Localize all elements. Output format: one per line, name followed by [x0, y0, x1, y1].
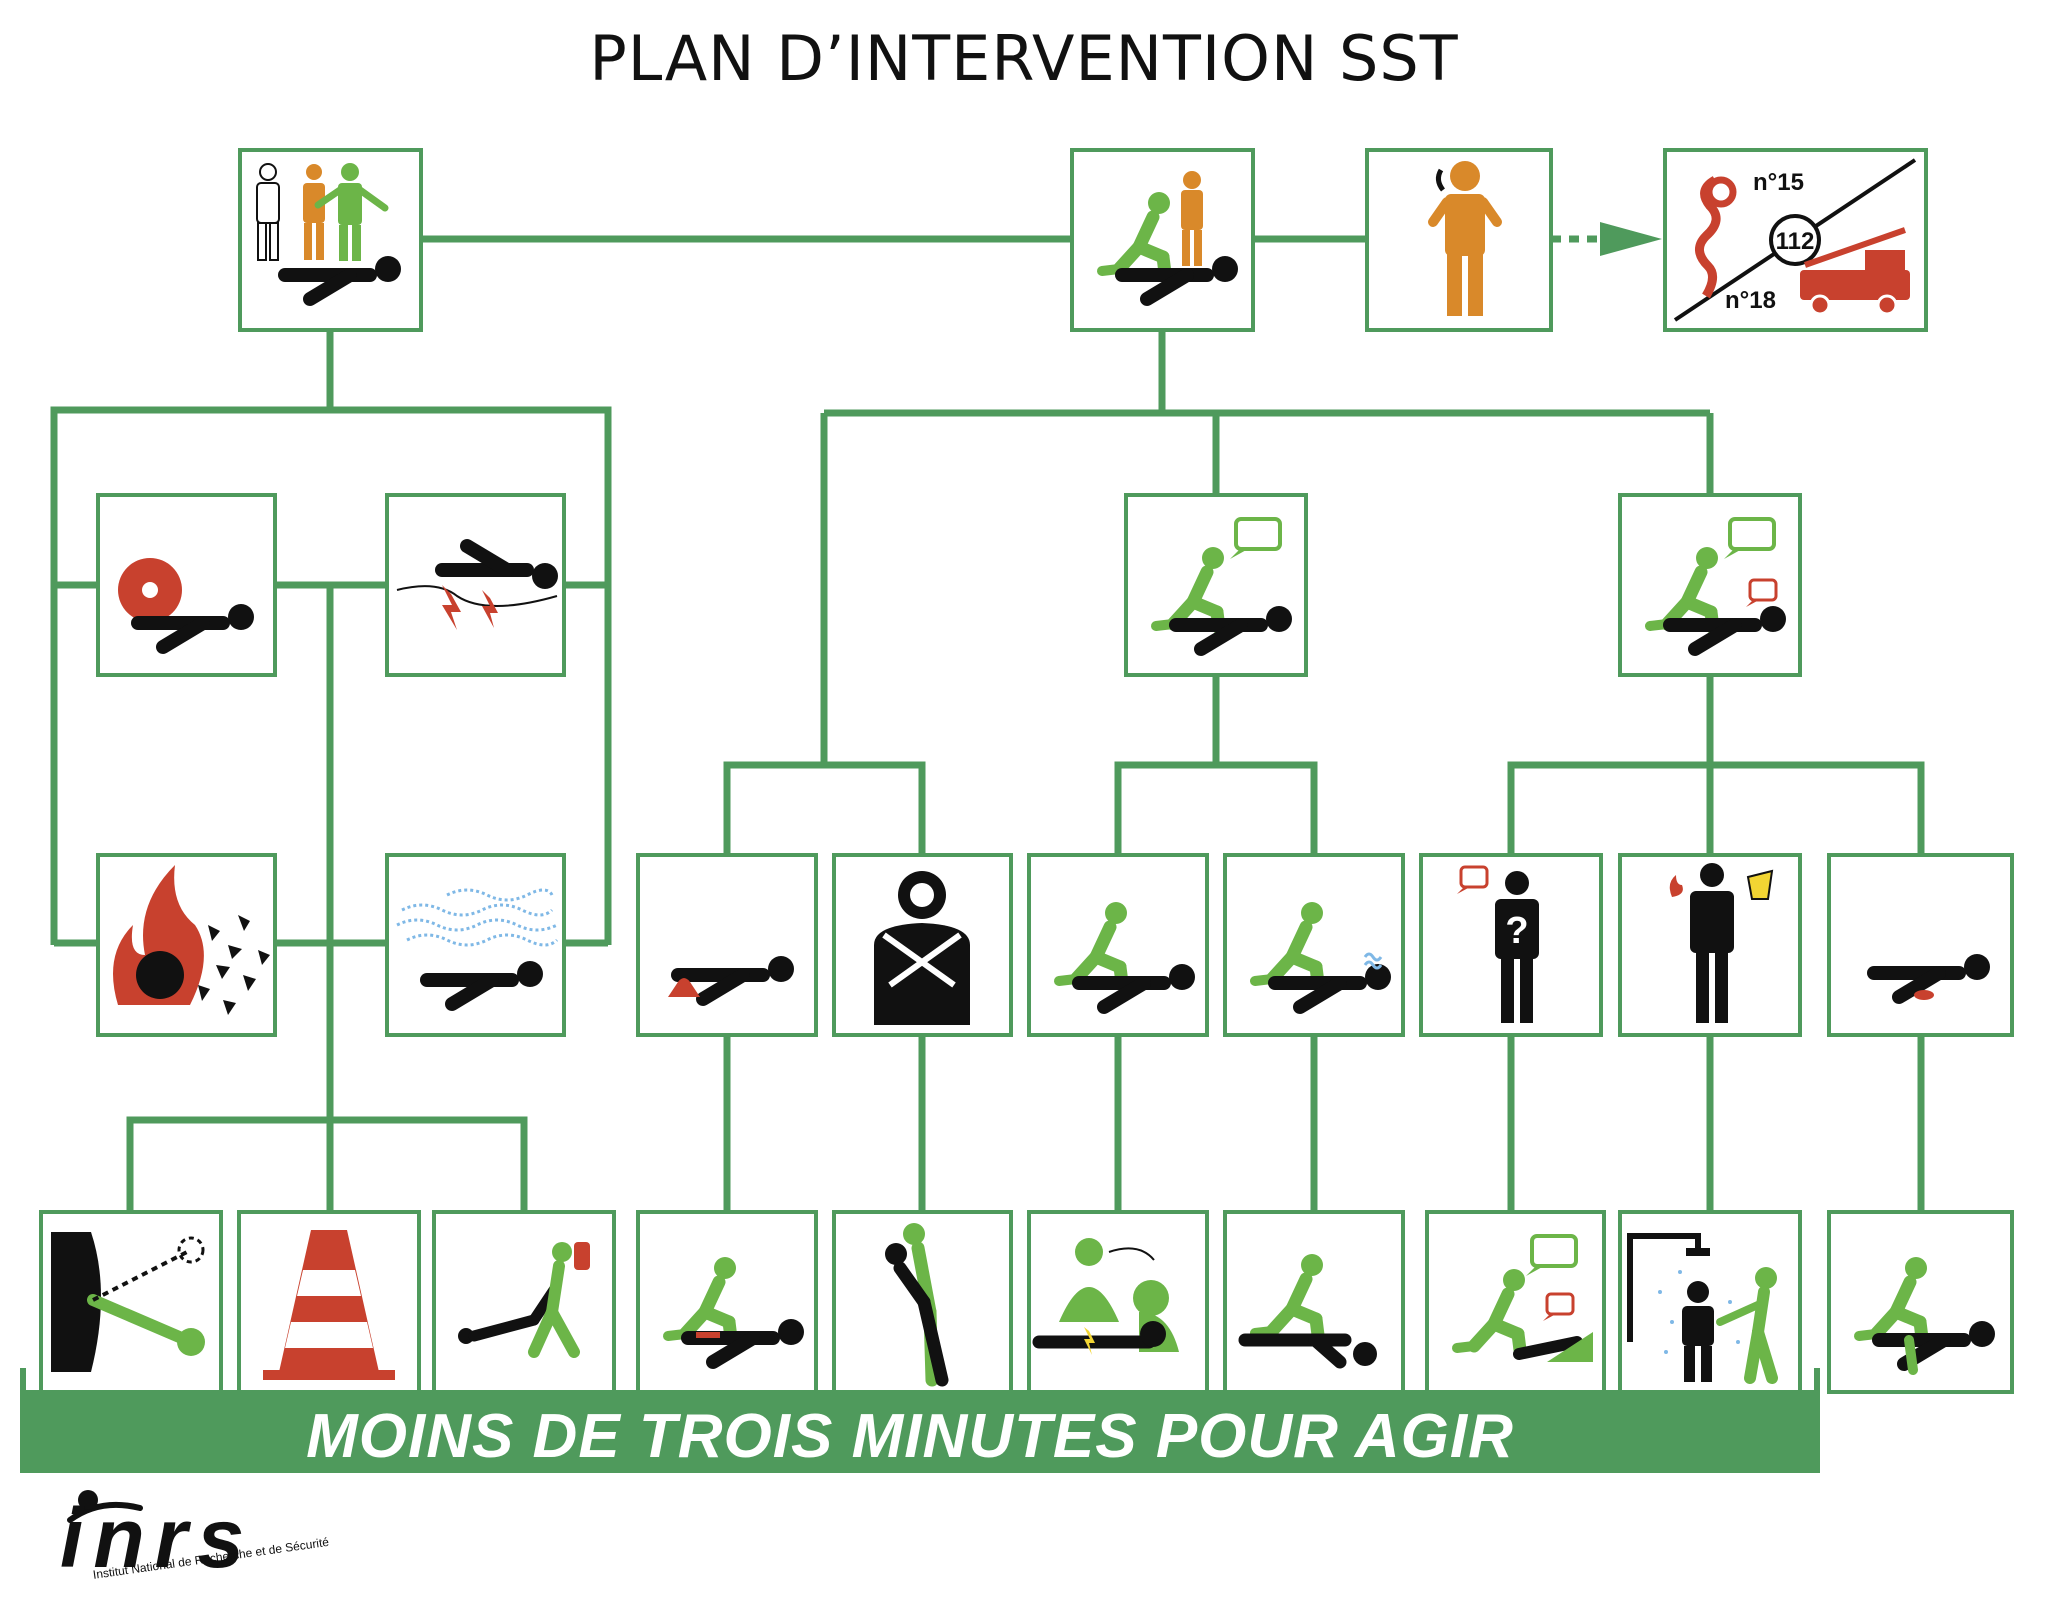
phone-call-icon: [1365, 148, 1553, 332]
europe-number: 112: [1776, 228, 1815, 255]
bleeding-icon: [636, 853, 818, 1037]
confused-person-icon: ?: [1419, 853, 1603, 1037]
talk-victim-respond-icon: [1618, 493, 1802, 677]
arrow-icon: [1600, 222, 1662, 256]
breathing-icon: [1027, 853, 1209, 1037]
evacuate-icon: [432, 1210, 616, 1394]
electrocution-icon: [385, 493, 566, 677]
witnesses-icon: [238, 148, 423, 332]
svg-text:?: ?: [1505, 910, 1528, 952]
wound-icon: [1827, 853, 2014, 1037]
cpr-icon: [1027, 1210, 1209, 1394]
pompiers-number: n°18: [1725, 287, 1776, 314]
cut-power-icon: [39, 1210, 223, 1394]
banner-text: MOINS DE TROIS MINUTES POUR AGIR: [306, 1402, 1514, 1471]
breathing-check-icon: [1223, 853, 1405, 1037]
reassure-icon: [1425, 1210, 1606, 1394]
recovery-position-icon: [1223, 1210, 1405, 1394]
back-blows-icon: [832, 1210, 1013, 1394]
fire-explosion-icon: [96, 853, 277, 1037]
burn-person-icon: [1618, 853, 1802, 1037]
crushing-icon: [96, 493, 277, 677]
examine-victim-icon: [1070, 148, 1255, 332]
inrs-logo-icon: [67, 1490, 143, 1523]
cone-icon: [237, 1210, 421, 1394]
shower-icon: [1618, 1210, 1802, 1394]
connector-lines: [50, 235, 1925, 1212]
page-title: PLAN D’INTERVENTION SST: [589, 22, 1459, 95]
logo-name: inrs: [60, 1491, 255, 1585]
toxic-gas-icon: [385, 853, 566, 1037]
lay-down-icon: [1827, 1210, 2014, 1394]
samu-number: n°15: [1753, 169, 1804, 196]
emergency-numbers-icon: n°15 112 n°18: [1663, 148, 1928, 332]
compress-icon: [636, 1210, 818, 1394]
talk-victim-icon: [1124, 493, 1308, 677]
choking-icon: [832, 853, 1013, 1037]
